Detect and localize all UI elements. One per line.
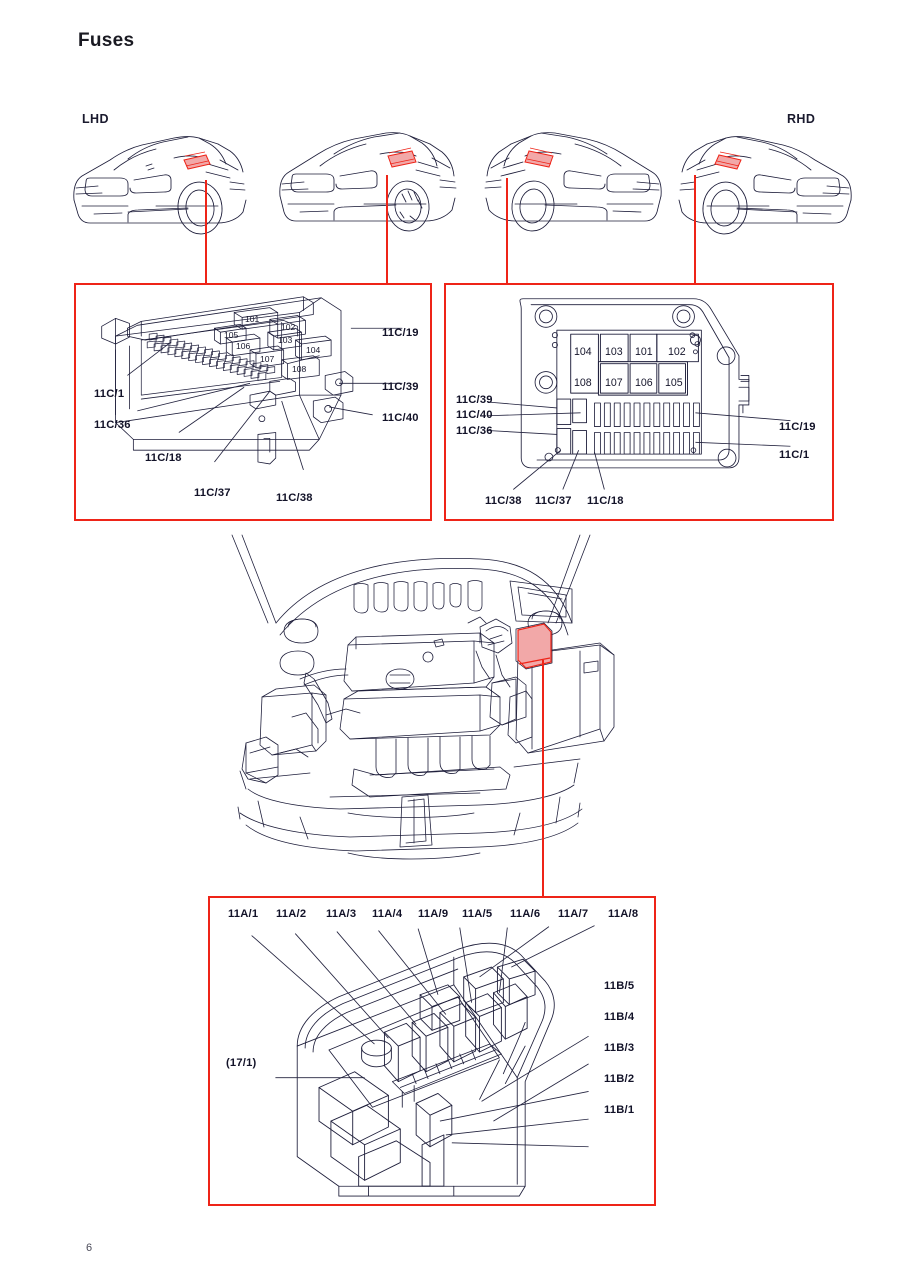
callout-11c-40: 11C/40 bbox=[382, 412, 419, 424]
fuse-number-103: 103 bbox=[278, 335, 293, 345]
callout-11b-4: 11B/4 bbox=[604, 1011, 635, 1023]
callout-17-1: (17/1) bbox=[226, 1057, 257, 1069]
leader-line-car2 bbox=[386, 175, 388, 283]
fuse-number-102: 102 bbox=[281, 322, 296, 332]
fuse-number-108: 108 bbox=[292, 364, 307, 374]
callout-11b-2: 11B/2 bbox=[604, 1073, 635, 1085]
callout-11b-1: 11B/1 bbox=[604, 1104, 635, 1116]
fuse-number-107-rhd: 107 bbox=[605, 377, 623, 389]
fuse-number-104: 104 bbox=[306, 345, 321, 355]
callout-11b-3: 11B/3 bbox=[604, 1042, 635, 1054]
callout-rhd-11c-40: 11C/40 bbox=[456, 409, 493, 421]
rhd-label: RHD bbox=[787, 112, 816, 126]
callout-11a-1: 11A/1 bbox=[228, 908, 259, 920]
callout-11c-18: 11C/18 bbox=[145, 452, 182, 464]
callout-11a-2: 11A/2 bbox=[276, 908, 307, 920]
rhd-fusebox-drawing bbox=[487, 298, 791, 490]
fuse-number-105: 105 bbox=[224, 330, 239, 340]
callout-11a-6: 11A/6 bbox=[510, 908, 541, 920]
fusebox-location-highlight bbox=[517, 623, 552, 669]
callout-11a-5: 11A/5 bbox=[462, 908, 493, 920]
leader-line-engine-bay bbox=[542, 660, 544, 897]
callout-11c-39: 11C/39 bbox=[382, 381, 419, 393]
callout-11b-5: 11B/5 bbox=[604, 980, 635, 992]
car-illustration-rhd-2 bbox=[672, 122, 857, 237]
fuse-number-101-rhd: 101 bbox=[635, 346, 653, 358]
panel-lhd-fusebox: 101 102 105 106 103 104 107 108 bbox=[74, 283, 432, 521]
panel-relay-box bbox=[208, 896, 656, 1206]
page-number: 6 bbox=[86, 1242, 93, 1254]
car-illustration-lhd-1 bbox=[68, 122, 253, 237]
leader-line-car4 bbox=[694, 175, 696, 283]
vehicle-view-row bbox=[0, 122, 910, 237]
car-illustration-rhd-1 bbox=[478, 122, 663, 237]
engine-bay-illustration bbox=[180, 527, 642, 895]
panel-rhd-fusebox: 104 103 101 102 108 107 106 105 bbox=[444, 283, 834, 521]
callout-rhd-11c-18: 11C/18 bbox=[587, 495, 624, 507]
leader-line-car3 bbox=[506, 178, 508, 283]
fuse-number-106: 106 bbox=[236, 341, 251, 351]
callout-rhd-11c-39: 11C/39 bbox=[456, 394, 493, 406]
callout-rhd-11c-1: 11C/1 bbox=[779, 449, 810, 461]
callout-11c-1: 11C/1 bbox=[94, 388, 125, 400]
callout-rhd-11c-19: 11C/19 bbox=[779, 421, 816, 433]
callout-rhd-11c-38: 11C/38 bbox=[485, 495, 522, 507]
lhd-label: LHD bbox=[82, 112, 109, 126]
callout-11a-4: 11A/4 bbox=[372, 908, 403, 920]
callout-11a-3: 11A/3 bbox=[326, 908, 357, 920]
callout-rhd-11c-37: 11C/37 bbox=[535, 495, 572, 507]
car-illustration-lhd-2 bbox=[278, 122, 463, 237]
leader-line-car1 bbox=[205, 180, 207, 283]
fuse-number-102-rhd: 102 bbox=[668, 346, 686, 358]
lhd-fusebox-drawing bbox=[101, 296, 403, 470]
fuse-number-101: 101 bbox=[245, 314, 260, 324]
relay-box-drawing bbox=[251, 925, 595, 1197]
callout-11c-19: 11C/19 bbox=[382, 327, 419, 339]
fuse-number-106-rhd: 106 bbox=[635, 377, 653, 389]
callout-11c-38: 11C/38 bbox=[276, 492, 313, 504]
page-title: Fuses bbox=[78, 30, 135, 51]
callout-rhd-11c-36: 11C/36 bbox=[456, 425, 493, 437]
fuse-number-105-rhd: 105 bbox=[665, 377, 683, 389]
fuse-number-107: 107 bbox=[260, 354, 275, 364]
fuse-number-104-rhd: 104 bbox=[574, 346, 592, 358]
callout-11a-9: 11A/9 bbox=[418, 908, 449, 920]
callout-11a-8: 11A/8 bbox=[608, 908, 639, 920]
callout-11a-7: 11A/7 bbox=[558, 908, 589, 920]
callout-11c-36: 11C/36 bbox=[94, 419, 131, 431]
fuse-number-108-rhd: 108 bbox=[574, 377, 592, 389]
fuse-number-103-rhd: 103 bbox=[605, 346, 623, 358]
callout-11c-37: 11C/37 bbox=[194, 487, 231, 499]
